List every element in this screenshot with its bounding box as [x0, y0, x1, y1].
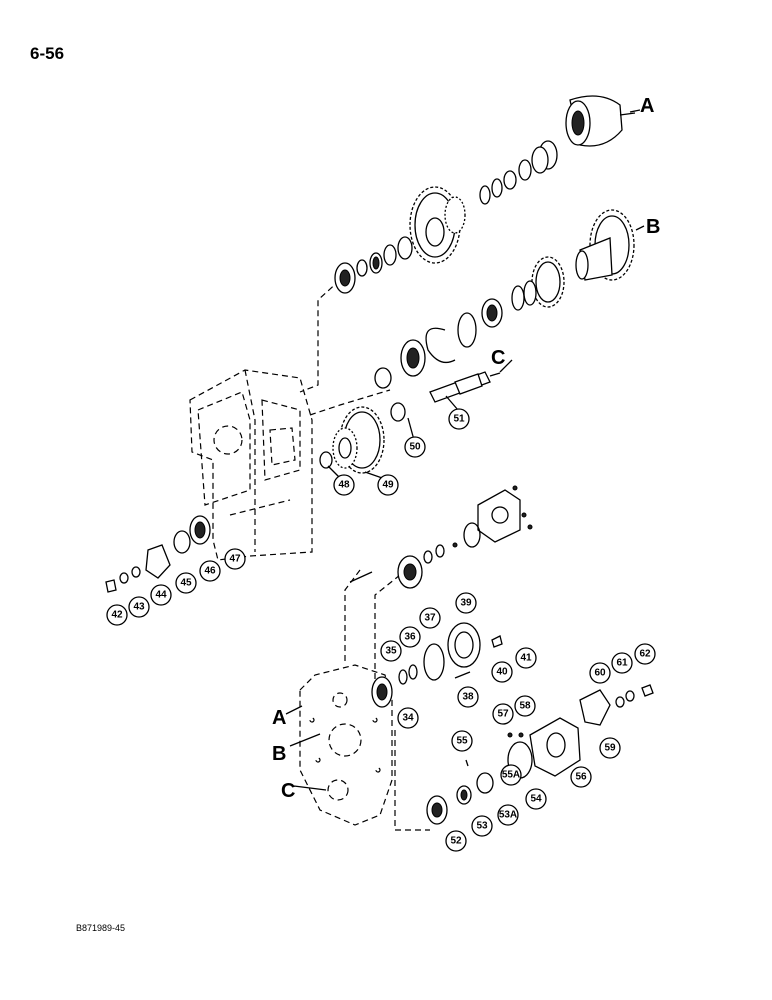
svg-text:55: 55 — [456, 736, 468, 747]
svg-text:50: 50 — [409, 442, 421, 453]
cover-plate — [299, 664, 393, 826]
svg-text:58: 58 — [519, 701, 531, 712]
svg-text:43: 43 — [133, 602, 145, 613]
callout-39: 39 — [455, 592, 477, 614]
svg-text:46: 46 — [204, 566, 216, 577]
callout-40: 40 — [491, 661, 513, 683]
svg-text:56: 56 — [575, 772, 587, 783]
letter-c-top: C — [491, 347, 505, 369]
svg-text:44: 44 — [155, 590, 167, 601]
svg-text:42: 42 — [111, 610, 123, 621]
shaft-a-assembly — [334, 95, 636, 294]
svg-text:57: 57 — [497, 709, 509, 720]
svg-text:47: 47 — [229, 554, 241, 565]
gear-49-assembly — [319, 402, 406, 474]
callout-57: 57 — [492, 703, 514, 725]
svg-text:52: 52 — [450, 836, 462, 847]
callout-34: 34 — [397, 707, 419, 729]
svg-text:60: 60 — [594, 668, 606, 679]
callout-44: 44 — [150, 584, 172, 606]
callout-48: 48 — [333, 474, 355, 496]
callout-42: 42 — [106, 604, 128, 626]
letter-c-bottom: C — [281, 780, 295, 802]
svg-text:53A: 53A — [499, 810, 517, 821]
svg-text:41: 41 — [520, 653, 532, 664]
letter-a-bottom: A — [272, 707, 286, 729]
svg-text:48: 48 — [338, 480, 350, 491]
callout-43: 43 — [128, 596, 150, 618]
callout-55a: 55A — [500, 764, 522, 786]
svg-text:39: 39 — [460, 598, 472, 609]
callout-37: 37 — [419, 607, 441, 629]
svg-text:51: 51 — [453, 414, 465, 425]
callout-62: 62 — [634, 643, 656, 665]
callout-51: 51 — [448, 408, 470, 430]
callout-47: 47 — [224, 548, 246, 570]
callout-54: 54 — [525, 788, 547, 810]
callout-41: 41 — [515, 647, 537, 669]
callout-35: 35 — [380, 640, 402, 662]
transmission-housing — [189, 369, 313, 561]
part-callouts: 42 43 44 45 46 47 48 49 50 51 35 36 37 3… — [106, 408, 656, 852]
lower-parts-52-58 — [426, 717, 581, 825]
svg-text:62: 62 — [639, 649, 651, 660]
callout-59: 59 — [599, 737, 621, 759]
reference-letters: A B C A B C — [272, 95, 660, 802]
letter-a-top: A — [640, 95, 654, 117]
shaft-b-assembly — [374, 209, 635, 389]
letter-b-top: B — [646, 216, 660, 238]
callout-58: 58 — [514, 695, 536, 717]
letter-b-bottom: B — [272, 743, 286, 765]
callout-36: 36 — [399, 626, 421, 648]
svg-text:37: 37 — [424, 613, 436, 624]
callout-53a: 53A — [497, 804, 519, 826]
svg-text:53: 53 — [476, 821, 488, 832]
svg-text:55A: 55A — [502, 770, 520, 781]
callout-61: 61 — [611, 652, 633, 674]
svg-text:59: 59 — [604, 743, 616, 754]
callout-53: 53 — [471, 815, 493, 837]
callout-50: 50 — [404, 436, 426, 458]
shaft-c — [429, 371, 501, 403]
svg-text:61: 61 — [616, 658, 628, 669]
callout-55: 55 — [451, 730, 473, 752]
svg-text:38: 38 — [462, 692, 474, 703]
callout-38: 38 — [457, 686, 479, 708]
assembly-leaders — [229, 279, 430, 831]
output-parts-upper — [105, 515, 211, 593]
callout-52: 52 — [445, 830, 467, 852]
svg-text:49: 49 — [382, 480, 394, 491]
svg-text:45: 45 — [180, 578, 192, 589]
svg-text:36: 36 — [404, 632, 416, 643]
svg-text:54: 54 — [530, 794, 542, 805]
callout-49: 49 — [377, 474, 399, 496]
upper-right-cover — [349, 485, 533, 589]
svg-text:40: 40 — [496, 667, 508, 678]
callout-56: 56 — [570, 766, 592, 788]
svg-text:34: 34 — [402, 713, 414, 724]
callout-45: 45 — [175, 572, 197, 594]
callout-60: 60 — [589, 662, 611, 684]
lower-parts-34-41 — [371, 622, 503, 708]
svg-text:35: 35 — [385, 646, 397, 657]
figure-code: B871989-45 — [76, 923, 126, 933]
page-number: 6-56 — [30, 44, 65, 63]
output-parts-lower — [579, 684, 654, 726]
callout-46: 46 — [199, 560, 221, 582]
